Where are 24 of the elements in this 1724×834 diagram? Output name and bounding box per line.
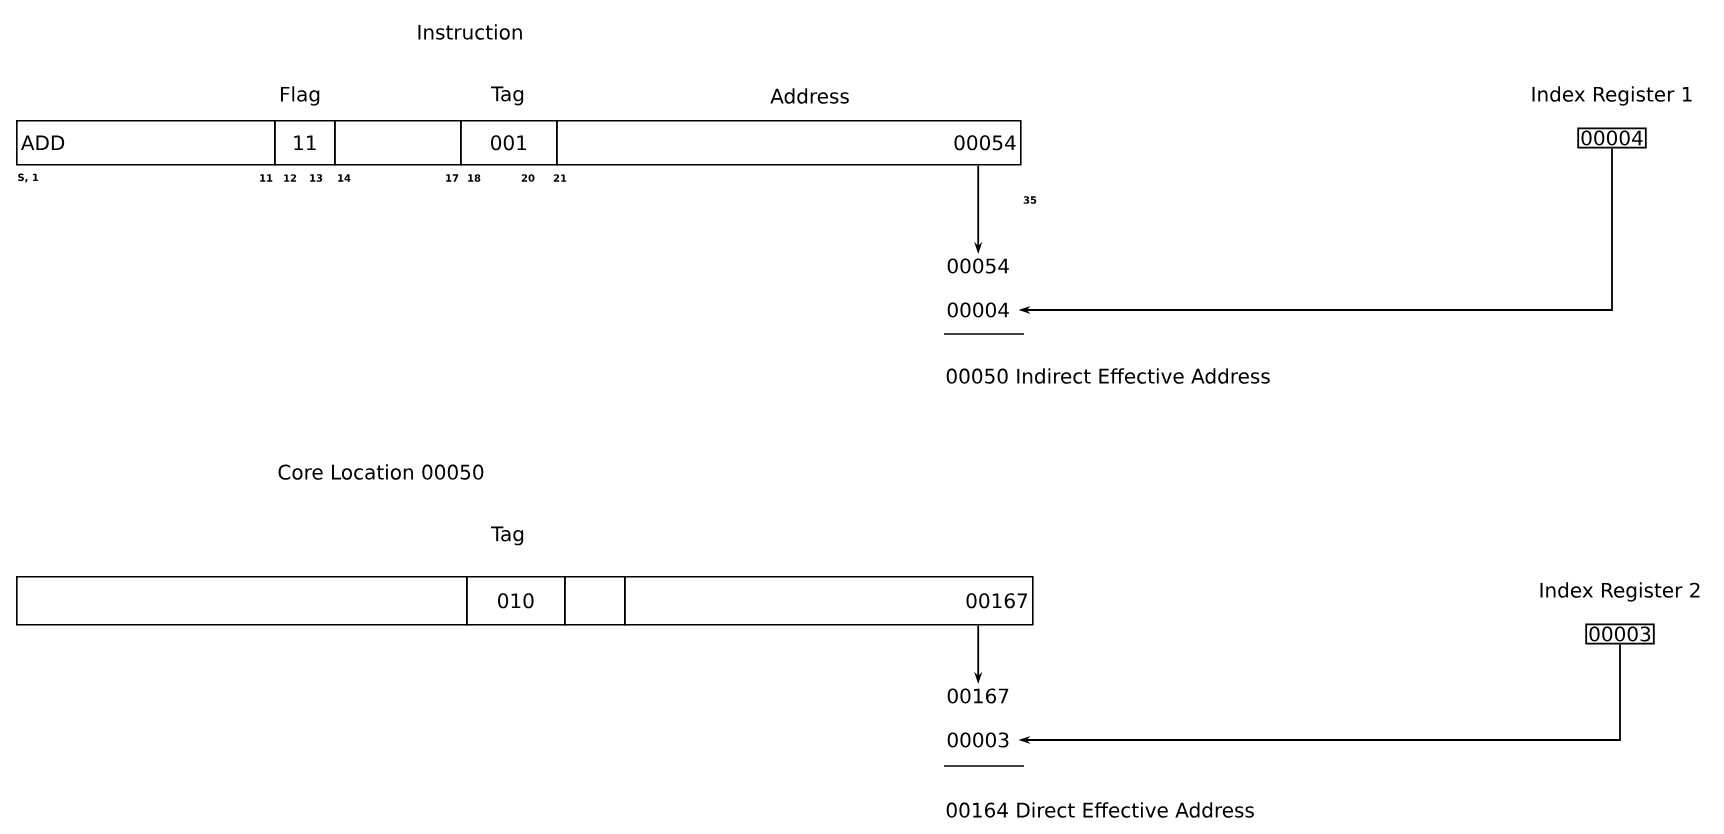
register-cell: [564, 576, 626, 626]
register-cell: 00054: [556, 120, 1022, 166]
operand-value: 00054: [947, 258, 1009, 274]
text-label: Flag: [281, 86, 320, 106]
text-label: Tag: [491, 86, 524, 106]
text-label: Core Location 00050: [278, 464, 484, 480]
register-box: 00003: [1585, 623, 1655, 645]
text-label: 00050 Indirect Effective Address: [946, 368, 1270, 384]
register-box: 00004: [1577, 127, 1647, 149]
operand-value: 00167: [947, 688, 1009, 704]
register-cell: ADD: [16, 120, 276, 166]
text-label: Instruction: [418, 24, 522, 40]
register-heading: Index Register 2: [1540, 582, 1700, 602]
operand-value: 00003: [947, 732, 1009, 748]
text-label: Tag: [491, 526, 524, 546]
operand-value: 00004: [947, 302, 1009, 318]
register-cell: 010: [466, 576, 566, 626]
register-cell: [334, 120, 462, 166]
register-cell: 00167: [624, 576, 1034, 626]
text-label: 00164 Direct Effective Address: [946, 802, 1254, 818]
register-cell: 11: [274, 120, 336, 166]
register-heading: Index Register 1: [1532, 86, 1692, 106]
register-cell: 001: [460, 120, 558, 166]
register-cell: [16, 576, 468, 626]
